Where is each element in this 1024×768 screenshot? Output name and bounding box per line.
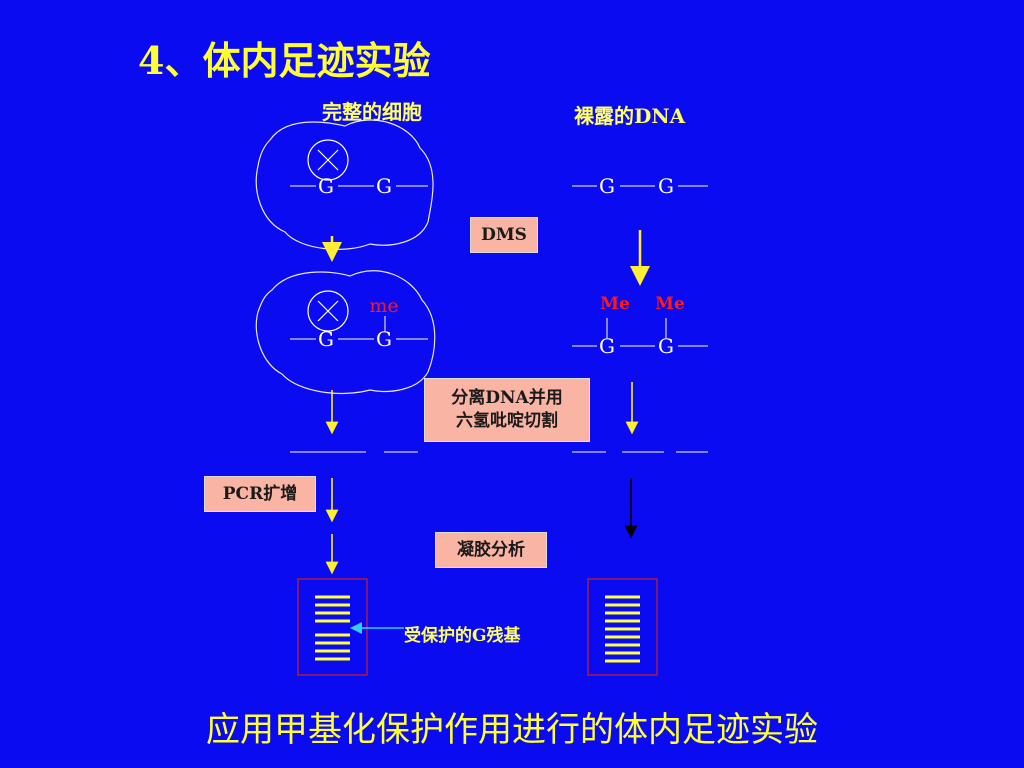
base-g: G [318,174,334,198]
dms-box: DMS [470,217,538,253]
gel-analysis-label: 凝胶分析 [457,539,525,560]
isolate-line-2: 六氢吡啶切割 [455,411,558,431]
isolate-line-1: 分离DNA并用 [451,388,563,409]
circled-x-icon [307,139,349,181]
base-g: G [658,334,674,358]
methyl-label: me [369,295,398,317]
gel-lane-cell [297,578,368,676]
slide-caption: 应用甲基化保护作用进行的体内足迹实验 [206,710,818,750]
isolate-cleave-box: 分离DNA并用 六氢吡啶切割 [424,378,590,442]
base-g: G [376,327,392,351]
protected-g-label: 受保护的G残基 [404,626,521,646]
pcr-box: PCR扩增 [204,476,316,512]
base-g: G [318,327,334,351]
pcr-label: PCR扩增 [222,483,298,504]
dna-strand-cell-bottom [290,316,428,340]
base-g: G [658,174,674,198]
cell-membrane-bottom [255,270,436,395]
gel-lane-naked [587,578,658,676]
base-g: G [599,334,615,358]
gel-analysis-box: 凝胶分析 [435,532,547,568]
base-g: G [376,174,392,198]
slide-title: 4、体内足迹实验 [138,38,431,83]
methyl-label: Me [655,294,685,314]
dms-label: DMS [481,224,527,245]
dna-strand-naked-bottom [572,318,708,347]
gel-bands-naked [605,595,640,663]
cell-membrane-top [255,119,434,250]
base-g: G [599,174,615,198]
gel-bands-cell [315,595,350,661]
methyl-label: Me [600,294,630,314]
circled-x-icon [307,290,349,332]
naked-dna-label: 裸露的DNA [574,104,686,128]
flow-arrows [322,230,650,575]
